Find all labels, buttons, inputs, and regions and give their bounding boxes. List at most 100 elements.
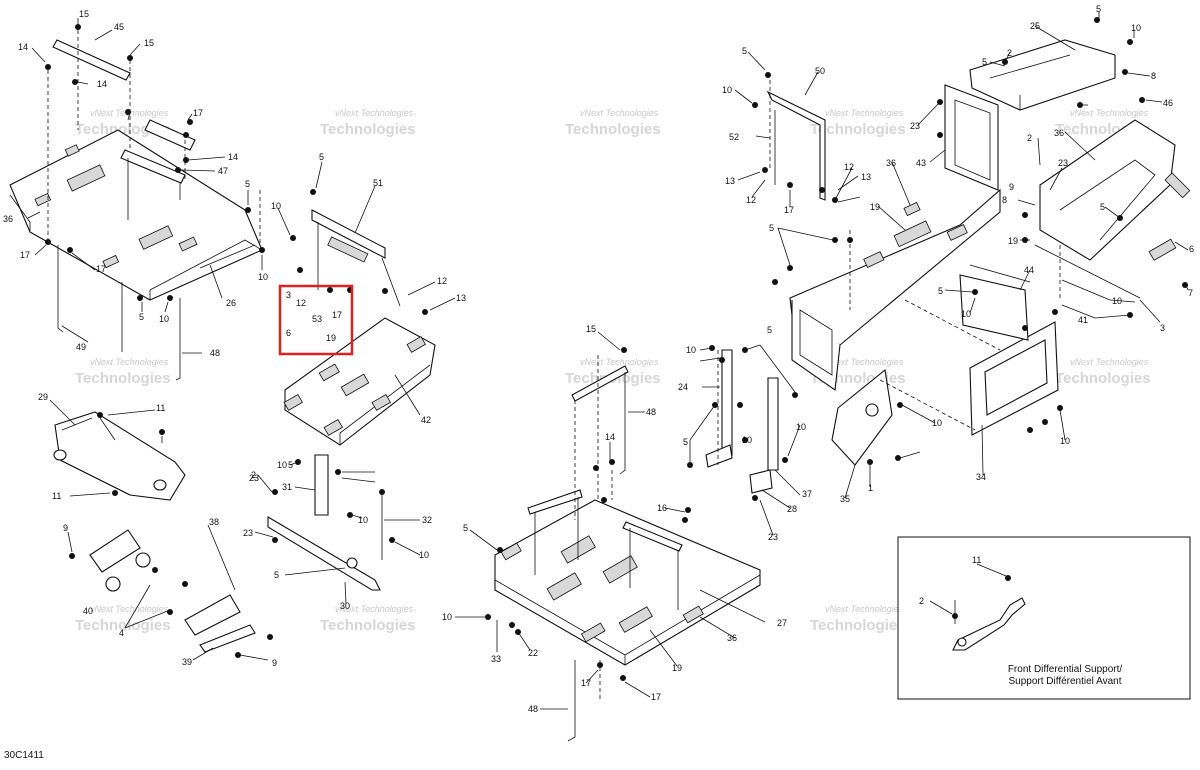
callout[interactable]: 52 [729,132,739,142]
callout[interactable]: 45 [114,22,124,32]
callout[interactable]: 19 [326,333,336,343]
callout[interactable]: 10 [419,550,429,560]
callout[interactable]: 10 [1112,296,1122,306]
callout[interactable]: 15 [586,324,596,334]
callout[interactable]: 39 [182,657,192,667]
callout[interactable]: 19 [870,202,880,212]
callout[interactable]: 10 [442,612,452,622]
callout[interactable]: 29 [38,392,48,402]
callout[interactable]: 5 [683,437,688,447]
callout[interactable]: 10 [358,515,368,525]
callout[interactable]: 2 [1007,48,1012,58]
callout[interactable]: 5 [982,57,987,67]
callout[interactable]: 5 [319,152,324,162]
callout[interactable]: 17 [581,678,591,688]
callout[interactable]: 23 [243,528,253,538]
callout[interactable]: 27 [777,618,787,628]
callout[interactable]: 16 [657,503,667,513]
callout[interactable]: 28 [787,504,797,514]
callout[interactable]: 14 [228,152,238,162]
callout[interactable]: 19 [672,663,682,673]
callout[interactable]: 22 [528,648,538,658]
callout[interactable]: 36 [1054,128,1064,138]
callout[interactable]: 30 [340,601,350,611]
callout[interactable]: 23 [910,121,920,131]
callout[interactable]: 10 [258,272,268,282]
callout[interactable]: 15 [144,38,154,48]
callout[interactable]: 44 [1024,265,1034,275]
callout[interactable]: 34 [976,472,986,482]
callout[interactable]: 42 [421,415,431,425]
callout[interactable]: 13 [861,172,871,182]
callout[interactable]: 5 [245,179,250,189]
callout[interactable]: 10 [961,309,971,319]
callout[interactable]: 25 [1030,21,1040,31]
callout[interactable]: 10 [1131,23,1141,33]
callout[interactable]: 8 [1151,71,1156,81]
callout[interactable]: 53 [312,314,322,324]
callout[interactable]: 10 [159,314,169,324]
callout[interactable]: 36 [727,633,737,643]
callout[interactable]: 17 [651,692,661,702]
callout[interactable]: 11 [972,555,981,565]
callout[interactable]: 5 [274,570,279,580]
callout[interactable]: 10 [686,345,696,355]
callout[interactable]: 5 [742,46,747,56]
callout[interactable]: 5 [938,286,943,296]
callout[interactable]: 24 [678,382,688,392]
callout[interactable]: 5 [139,312,144,322]
callout[interactable]: 9 [272,658,277,668]
callout[interactable]: 33 [491,654,501,664]
callout[interactable]: 4 [119,628,124,638]
callout[interactable]: 1 [868,483,873,493]
callout[interactable]: 9 [63,523,68,533]
callout[interactable]: 38 [209,517,219,527]
callout[interactable]: 12 [844,162,854,172]
callout[interactable]: 15 [79,9,89,19]
callout[interactable]: 41 [1078,315,1088,325]
callout[interactable]: 35 [840,494,850,504]
callout[interactable]: 6 [286,328,291,338]
callout[interactable]: 8 [1002,195,1007,205]
callout[interactable]: 17 [96,264,106,274]
callout[interactable]: 5 [769,223,774,233]
callout[interactable]: 48 [210,348,220,358]
callout[interactable]: 47 [218,166,228,176]
callout[interactable]: 46 [1163,98,1173,108]
callout[interactable]: 7 [1188,288,1193,298]
callout[interactable]: 23 [1058,158,1068,168]
callout[interactable]: 23 [768,532,778,542]
callout[interactable]: 14 [605,432,615,442]
callout[interactable]: 3 [286,290,291,300]
callout[interactable]: 14 [18,42,28,52]
callout[interactable]: 3 [1160,323,1165,333]
callout[interactable]: 10 [1060,436,1070,446]
callout[interactable]: 36 [886,158,896,168]
callout[interactable]: 12 [437,276,447,286]
callout[interactable]: 13 [456,293,466,303]
callout[interactable]: 31 [282,482,292,492]
callout[interactable]: 37 [802,489,812,499]
callout[interactable]: 19 [1008,236,1018,246]
callout[interactable]: 5 [1100,202,1105,212]
callout[interactable]: 32 [422,515,432,525]
callout[interactable]: 26 [226,298,236,308]
callout[interactable]: 11 [52,491,61,501]
callout[interactable]: 9 [1009,182,1014,192]
callout[interactable]: 17 [193,108,203,118]
callout[interactable]: 2 [919,596,924,606]
callout[interactable]: 2 [251,470,256,480]
callout[interactable]: 48 [646,407,656,417]
callout[interactable]: 5 [1096,4,1101,14]
callout[interactable]: 10 [932,418,942,428]
callout[interactable]: 17 [784,205,794,215]
callout[interactable]: 36 [3,214,13,224]
callout[interactable]: 6 [1189,244,1194,254]
callout[interactable]: 13 [725,176,735,186]
callout[interactable]: 10 [722,85,732,95]
callout[interactable]: 11 [156,403,165,413]
callout[interactable]: 17 [332,310,342,320]
callout[interactable]: 17 [20,250,30,260]
callout[interactable]: 12 [746,195,756,205]
callout[interactable]: 51 [373,178,383,188]
